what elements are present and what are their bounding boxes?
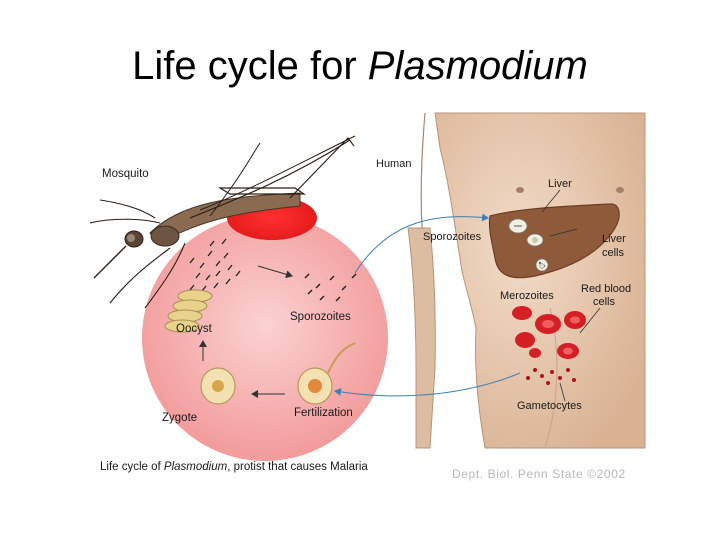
liver-cells-label-line2: cells [602, 247, 625, 259]
liver-label: Liver [548, 178, 572, 190]
title-text: Life cycle for [132, 44, 368, 88]
oocyst-label: Oocyst [176, 323, 213, 335]
caption-prefix: Life cycle of [100, 461, 164, 473]
sporozoites-cluster-right [304, 273, 357, 302]
red-blood-cells-label-line2: cells [593, 296, 616, 308]
red-blood-cells [512, 306, 586, 359]
title-italic: Plasmodium [367, 44, 588, 88]
blue-transmission-arrows [334, 213, 521, 397]
figure-caption: Life cycle of Plasmodium, protist that c… [100, 461, 368, 473]
fertilization-label: Fertilization [294, 407, 353, 419]
slide-title: Life cycle for Plasmodium [0, 44, 720, 89]
sporozoites-mosquito-label: Sporozoites [290, 311, 351, 323]
gametocytes-label: Gametocytes [517, 400, 582, 412]
sporozoites-cluster-left [189, 238, 241, 292]
oocyst [164, 289, 213, 333]
sporozoites-human-label: Sporozoites [423, 231, 482, 243]
zygote-label: Zygote [162, 412, 197, 424]
mosquito-label: Mosquito [102, 168, 149, 180]
human-torso [407, 112, 646, 449]
plasmodium-diagram: Mosquito Human Liver Sporozoites Liver c… [90, 112, 646, 481]
liver-cells-label-line1: Liver [602, 233, 626, 245]
mosquito-stage-circle [142, 215, 388, 461]
credit-text: Dept. Biol. Penn State ©2002 [452, 467, 626, 481]
label-pointer-lines [541, 189, 601, 402]
caption-italic: Plasmodium [164, 461, 228, 473]
mosquito-figure [90, 135, 356, 309]
red-blood-cells-label-line1: Red blood [581, 283, 631, 295]
caption-suffix: , protist that causes Malaria [227, 461, 368, 473]
zygote [200, 367, 236, 405]
fertilization-cell [297, 342, 356, 405]
circle-arrows [199, 265, 293, 398]
gametocytes [526, 368, 576, 385]
merozoites-label: Merozoites [500, 290, 554, 302]
merozoites [539, 263, 545, 269]
human-label: Human [376, 158, 411, 170]
